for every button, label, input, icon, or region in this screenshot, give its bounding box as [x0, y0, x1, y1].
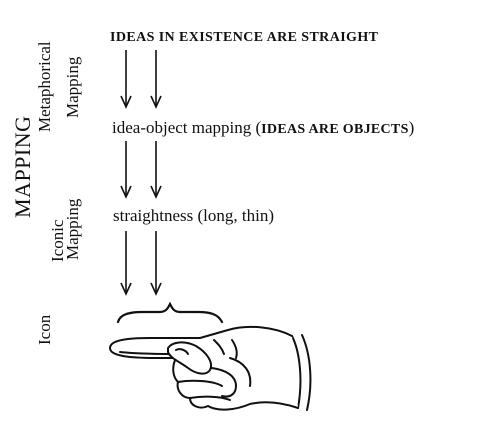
arrowhead-icon — [120, 185, 132, 199]
straightness-text: straightness (long, thin) — [113, 206, 275, 225]
arrowhead-icon — [150, 185, 162, 199]
arrowhead-icon — [150, 282, 162, 296]
arrowhead-icon — [120, 282, 132, 296]
ideas-are-objects-text: IDEAS ARE OBJECTS — [261, 122, 409, 137]
idea-object-prefix: idea-object mapping ( — [112, 118, 262, 137]
metaphor-text: IDEAS IN EXISTENCE ARE STRAIGHT — [110, 30, 379, 45]
brace-icon — [116, 301, 224, 324]
idea-object-suffix: ) — [408, 118, 415, 137]
arrowhead-icon — [150, 95, 162, 109]
pointing-hand-icon — [109, 325, 312, 411]
arrow-pair-1 — [120, 50, 162, 109]
arrow-pair-2 — [120, 141, 162, 199]
arrowhead-icon — [120, 95, 132, 109]
idea-object-mapping-text: idea-object mapping (IDEAS ARE OBJECTS) — [112, 119, 414, 137]
arrow-pair-3 — [120, 231, 162, 296]
